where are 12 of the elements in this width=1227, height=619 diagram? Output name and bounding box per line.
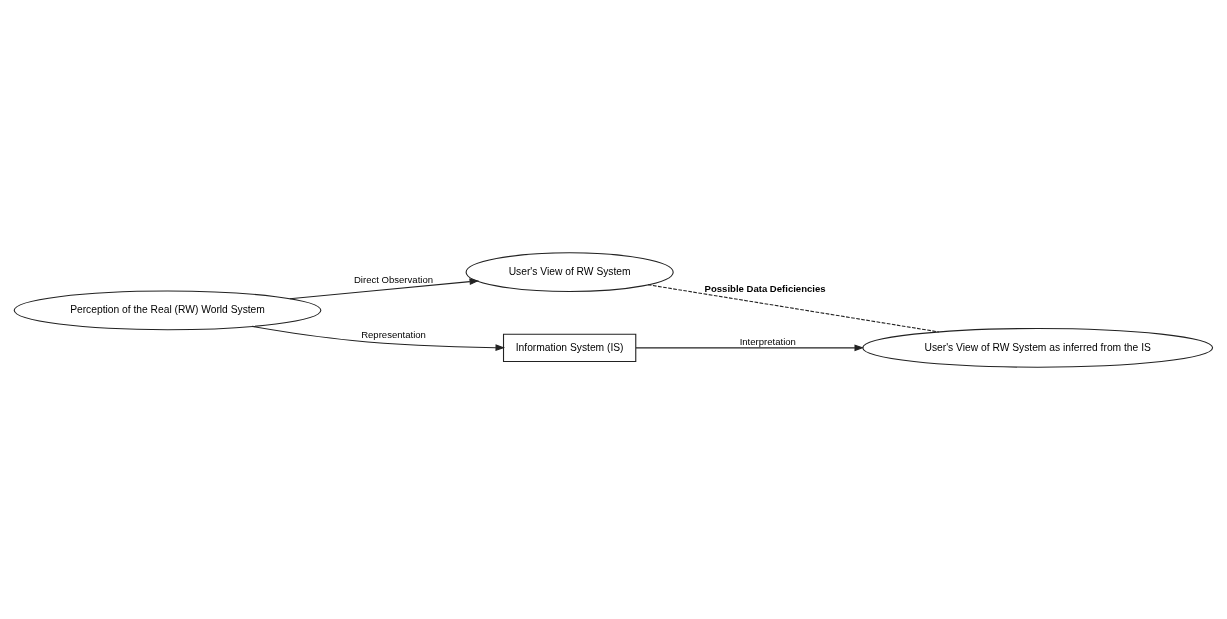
node-ellipse: User's View of RW System as inferred from the IS bbox=[862, 327, 1214, 368]
arrow bbox=[289, 277, 480, 299]
arrow bbox=[635, 344, 865, 351]
arrow bbox=[251, 325, 506, 351]
edge-label: Direct Observation bbox=[353, 273, 434, 285]
edge-label: Interpretation bbox=[739, 335, 796, 347]
node-ellipse: User's View of RW System bbox=[465, 251, 674, 292]
edge-label: Possible Data Deficiencies bbox=[704, 282, 826, 294]
node-ellipse: Perception of the Real (RW) World System bbox=[13, 289, 322, 330]
edge-label: Representation bbox=[361, 328, 426, 340]
node-box: Information System (IS) bbox=[502, 333, 637, 362]
connector bbox=[647, 283, 940, 332]
